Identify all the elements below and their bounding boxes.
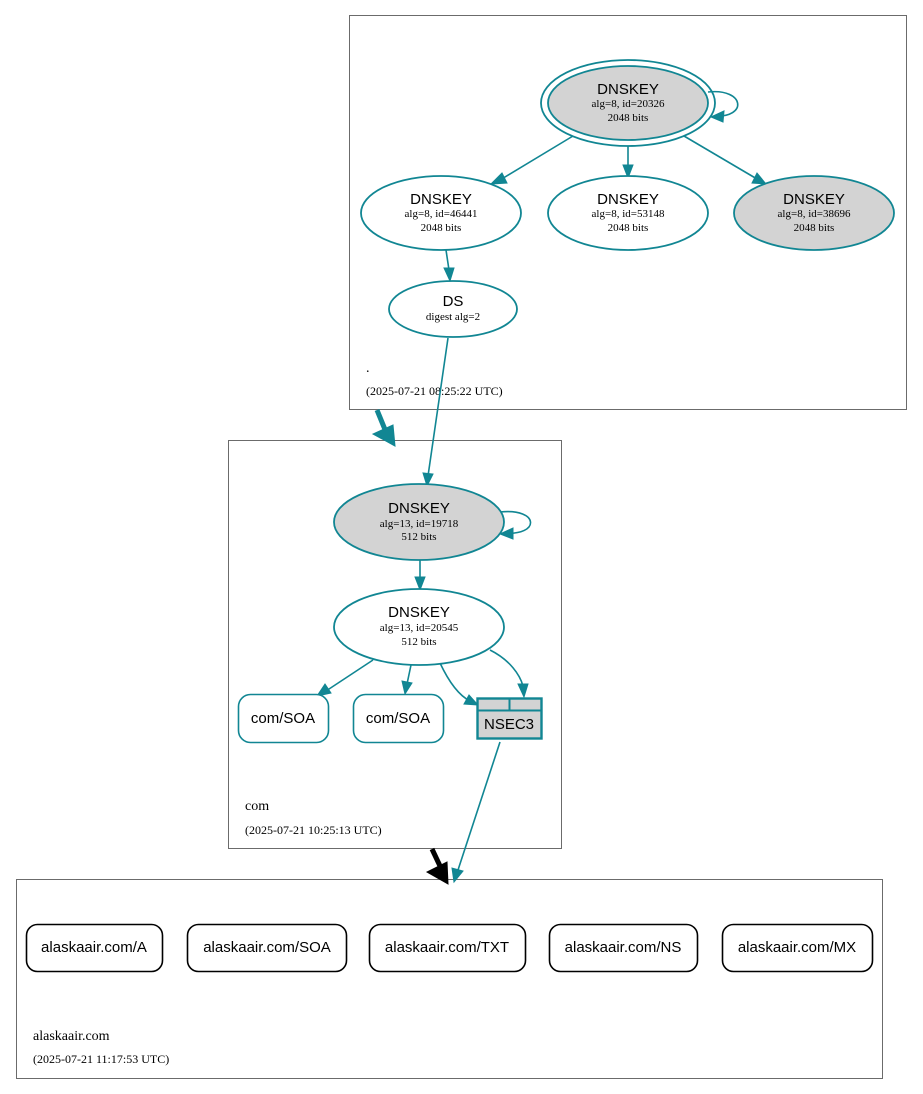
rr-box	[352, 693, 445, 744]
node-detail: 512 bits	[401, 636, 436, 648]
rr-label: alaskaair.com/SOA	[203, 939, 331, 956]
record-soa[interactable]: alaskaair.com/SOA	[186, 923, 348, 973]
node-ellipse	[333, 588, 505, 666]
node-title: DS	[443, 293, 464, 310]
arrowhead	[443, 267, 455, 283]
node-title: DNSKEY	[597, 81, 659, 98]
arrowhead	[451, 867, 464, 884]
node-com-soa-2[interactable]: com/SOA	[352, 693, 445, 744]
arrowhead	[425, 861, 449, 885]
arrowhead	[414, 576, 426, 592]
arrowhead	[401, 680, 413, 696]
node-ellipse	[360, 175, 522, 251]
arrowhead	[371, 424, 396, 447]
edge-com-zsk-nsec3-b	[489, 649, 524, 687]
node-detail: 2048 bits	[608, 222, 649, 234]
node-detail: 2048 bits	[421, 222, 462, 234]
rr-label: alaskaair.com/A	[41, 939, 147, 956]
rr-box	[25, 923, 164, 973]
nsec3-label: NSEC3	[484, 716, 534, 733]
node-ellipse	[547, 65, 709, 141]
node-com-zsk[interactable]: DNSKEY alg=13, id=20545 512 bits	[333, 588, 505, 666]
edge-delegation-com-alaskaair	[429, 847, 443, 868]
zone-alaskaair-box	[16, 879, 883, 1079]
node-ellipse	[333, 483, 505, 561]
edge-com-zsk-soa1	[325, 659, 374, 692]
zone-root-name: .	[366, 361, 370, 376]
node-detail: digest alg=2	[426, 311, 480, 323]
zone-com-timestamp: (2025-07-21 10:25:13 UTC)	[245, 823, 382, 837]
zone-alaskaair-name: alaskaair.com	[33, 1029, 110, 1044]
zone-com-name: com	[245, 799, 269, 814]
node-com-nsec3[interactable]: NSEC3	[476, 697, 543, 740]
node-detail: alg=8, id=38696	[778, 208, 851, 220]
rr-box	[548, 923, 699, 973]
record-mx[interactable]: alaskaair.com/MX	[721, 923, 874, 973]
arrowhead	[422, 472, 434, 488]
record-ns[interactable]: alaskaair.com/NS	[548, 923, 699, 973]
zone-alaskaair: alaskaair.com (2025-07-21 11:17:53 UTC)	[16, 879, 883, 1079]
node-root-zsk-53148[interactable]: DNSKEY alg=8, id=53148 2048 bits	[547, 175, 709, 251]
rr-label: alaskaair.com/NS	[565, 939, 682, 956]
edge-nsec3-alaskaair	[457, 741, 501, 871]
node-detail: 2048 bits	[794, 222, 835, 234]
node-root-ksk[interactable]: DNSKEY alg=8, id=20326 2048 bits	[540, 59, 716, 147]
arrowhead	[517, 683, 529, 699]
edges	[315, 90, 768, 885]
edge-root-ksk-zsk3	[683, 135, 758, 180]
node-ellipse	[733, 175, 895, 251]
node-detail: alg=13, id=19718	[380, 518, 459, 530]
node-detail: alg=13, id=20545	[380, 622, 459, 634]
node-ellipse	[547, 175, 709, 251]
arrowhead	[622, 164, 634, 180]
node-detail: alg=8, id=53148	[592, 208, 665, 220]
record-txt[interactable]: alaskaair.com/TXT	[368, 923, 527, 973]
node-detail: 512 bits	[401, 531, 436, 543]
arrowhead	[463, 694, 480, 706]
node-detail: alg=8, id=20326	[592, 98, 665, 110]
rr-box	[368, 923, 527, 973]
node-title: DNSKEY	[783, 191, 845, 208]
rr-box	[186, 923, 348, 973]
arrowhead	[751, 172, 768, 185]
node-root-ds[interactable]: DS digest alg=2	[388, 280, 518, 338]
rr-box	[237, 693, 330, 744]
node-detail: 2048 bits	[608, 112, 649, 124]
node-title: DNSKEY	[410, 191, 472, 208]
node-ellipse	[388, 280, 518, 338]
rr-label: com/SOA	[251, 710, 315, 727]
rr-box	[721, 923, 874, 973]
node-root-zsk-46441[interactable]: DNSKEY alg=8, id=46441 2048 bits	[360, 175, 522, 251]
node-com-soa-1[interactable]: com/SOA	[237, 693, 330, 744]
node-com-ksk[interactable]: DNSKEY alg=13, id=19718 512 bits	[333, 483, 505, 561]
zone-root-timestamp: (2025-07-21 08:25:22 UTC)	[366, 384, 503, 398]
node-outer-ring	[540, 59, 716, 147]
rr-label: alaskaair.com/MX	[738, 939, 856, 956]
edge-ds-com-ksk	[427, 337, 449, 477]
record-a[interactable]: alaskaair.com/A	[25, 923, 164, 973]
arrowhead	[315, 683, 332, 697]
arrowhead	[489, 172, 508, 185]
rr-label: com/SOA	[366, 710, 430, 727]
node-title: DNSKEY	[388, 604, 450, 621]
node-root-zsk-38696[interactable]: DNSKEY alg=8, id=38696 2048 bits	[733, 175, 895, 251]
edge-com-ksk-self	[499, 510, 532, 534]
node-title: DNSKEY	[388, 500, 450, 517]
arrowhead	[709, 110, 725, 123]
node-title: DNSKEY	[597, 191, 659, 208]
rr-label: alaskaair.com/TXT	[385, 939, 509, 956]
arrowhead	[498, 527, 514, 540]
edge-com-zsk-soa2	[406, 664, 412, 685]
edge-root-ksk-zsk1	[499, 135, 574, 181]
node-detail: alg=8, id=46441	[405, 208, 478, 220]
edge-zsk1-ds	[445, 249, 450, 271]
zone-alaskaair-timestamp: (2025-07-21 11:17:53 UTC)	[33, 1052, 169, 1066]
